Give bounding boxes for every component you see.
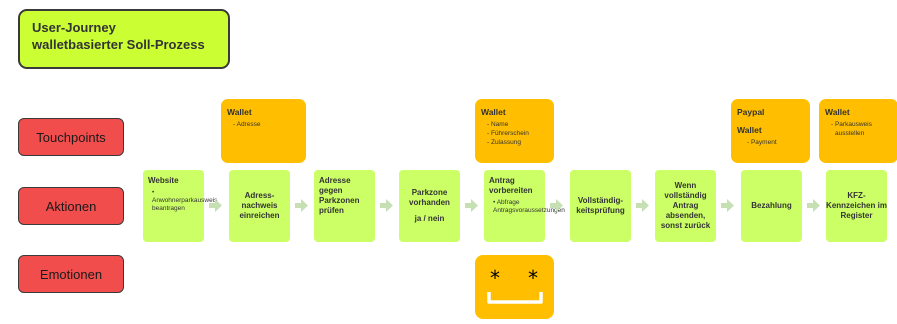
action-bezahlung: Bezahlung xyxy=(741,170,802,242)
action-subtext: • Abfrage Antragsvoraussetzungen xyxy=(493,199,565,214)
touchpoint-bullet: - Zulassung xyxy=(487,139,521,146)
touchpoint-bullet: - Führerschein xyxy=(487,130,529,137)
action-title: Wenn vollständig Antrag absenden, sonst … xyxy=(660,181,711,230)
touchpoint-heading: Wallet xyxy=(825,107,850,117)
touchpoint-paypal-wallet: Paypal Wallet - Payment xyxy=(731,99,810,163)
action-parkzone: Parkzone vorhanden ja / nein xyxy=(399,170,460,242)
title-line-1: User-Journey xyxy=(32,20,116,35)
row-label-aktionen: Aktionen xyxy=(18,187,124,225)
action-vollstaendigkeit: Vollständig-keitsprüfung xyxy=(570,170,631,242)
touchpoint-bullet: - Name xyxy=(487,121,509,128)
flow-arrow-icon xyxy=(636,199,649,212)
action-title: Website xyxy=(148,176,179,185)
action-title: Antrag vorbereiten xyxy=(489,176,533,195)
touchpoint-bullet: - Parkausweis xyxy=(831,121,872,128)
flow-arrow-icon xyxy=(295,199,308,212)
diagram-title: User-Journey walletbasierter Soll-Prozes… xyxy=(18,9,230,69)
touchpoint-heading: Wallet xyxy=(481,107,506,117)
flow-arrow-icon xyxy=(550,199,563,212)
touchpoint-heading: Wallet xyxy=(227,107,252,117)
svg-text:*: * xyxy=(489,266,501,290)
action-website: Website • Anwohnerparkausweis beantragen xyxy=(143,170,218,242)
touchpoint-heading: Paypal xyxy=(737,107,765,117)
action-title: Adress-nachweis einreichen xyxy=(239,191,280,220)
action-adresse-pruefen: Adresse gegen Parkzonen prüfen xyxy=(314,170,375,242)
touchpoint-wallet-parkausweis: Wallet - Parkausweis ausstellen xyxy=(819,99,897,163)
action-title: Bezahlung xyxy=(751,201,792,210)
action-title: Parkzone vorhanden xyxy=(409,188,450,207)
row-label-emotionen: Emotionen xyxy=(18,255,124,293)
touchpoint-bullet: ausstellen xyxy=(835,130,865,137)
flow-arrow-icon xyxy=(807,199,820,212)
svg-text:*: * xyxy=(527,266,539,290)
action-kfz-kennzeichen: KFZ-Kennzeichen im Register xyxy=(826,170,887,242)
touchpoint-wallet-adresse: Wallet - Adresse xyxy=(221,99,306,163)
touchpoint-bullet: - Adresse xyxy=(233,121,261,128)
emotion-face: * * xyxy=(475,255,554,319)
action-antrag-vorbereiten: Antrag vorbereiten • Abfrage Antragsvora… xyxy=(484,170,565,242)
flow-arrow-icon xyxy=(209,199,222,212)
touchpoint-bullet: - Payment xyxy=(747,139,777,146)
flow-arrow-icon xyxy=(380,199,393,212)
action-title: Vollständig-keitsprüfung xyxy=(576,196,625,215)
action-title: KFZ-Kennzeichen im Register xyxy=(826,191,887,220)
action-adressnachweis: Adress-nachweis einreichen xyxy=(229,170,290,242)
touchpoint-heading: Wallet xyxy=(737,125,762,135)
action-title: Adresse gegen Parkzonen prüfen xyxy=(319,176,360,215)
title-line-2: walletbasierter Soll-Prozess xyxy=(32,37,205,52)
action-title-2: ja / nein xyxy=(414,214,445,223)
happy-face-icon: * * xyxy=(487,266,543,304)
row-label-touchpoints: Touchpoints xyxy=(18,118,124,156)
flow-arrow-icon xyxy=(465,199,478,212)
action-antrag-absenden: Wenn vollständig Antrag absenden, sonst … xyxy=(655,170,716,242)
flow-arrow-icon xyxy=(721,199,734,212)
action-subtext: • Anwohnerparkausweis beantragen xyxy=(152,189,218,212)
touchpoint-wallet-antrag: Wallet - Name - Führerschein - Zulassung xyxy=(475,99,554,163)
